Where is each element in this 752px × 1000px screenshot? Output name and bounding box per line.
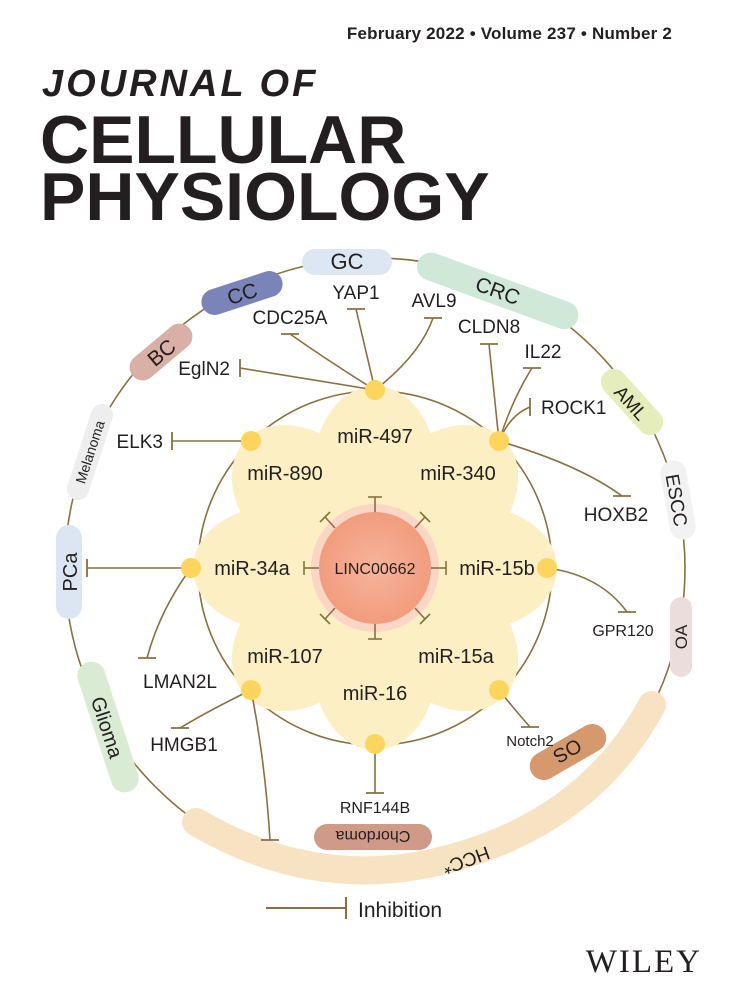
center-inhibition-marks	[303, 496, 447, 640]
inhibition-bars	[86, 308, 636, 841]
mirna-label-mir-340: miR-340	[420, 463, 496, 485]
journal-title-line-1: CELLULAR	[40, 102, 407, 178]
node-mir-34a	[181, 558, 201, 578]
target-label-avl9: AVL9	[411, 291, 456, 312]
target-label-lman2l: LMAN2L	[143, 672, 217, 693]
mirna-label-mir-15b: miR-15b	[459, 558, 535, 580]
cancer-label-pca: PCa	[60, 552, 82, 592]
target-label-il22: IL22	[525, 342, 562, 363]
issue-info: February 2022 • Volume 237 • Number 2	[346, 24, 672, 43]
target-label-notch2: Notch2	[506, 733, 554, 750]
pill-cc	[201, 271, 283, 315]
legend-label: Inhibition	[358, 899, 442, 922]
target-label-egln2: EglN2	[178, 359, 230, 380]
mirna-label-mir-497: miR-497	[337, 426, 413, 448]
target-label-hmgb1: HMGB1	[150, 735, 218, 756]
node-mir-890	[241, 431, 261, 451]
cancer-label-oa: OA	[672, 624, 691, 649]
target-label-yap1: YAP1	[332, 283, 379, 304]
target-label-rock1: ROCK1	[541, 398, 606, 419]
target-labels: CDC25A YAP1 AVL9 EglN2 CLDN8 IL22 ROCK1 …	[117, 283, 654, 817]
pill-crc	[416, 252, 579, 330]
cancer-label-melanoma: Melanoma	[72, 418, 107, 485]
target-label-cdc25a: CDC25A	[253, 308, 328, 329]
target-label-gpr120: GPR120	[592, 623, 653, 640]
legend: Inhibition	[266, 897, 442, 922]
pill-os	[529, 724, 607, 780]
target-label-hoxb2: HOXB2	[584, 505, 648, 526]
mirna-label-mir-107: miR-107	[247, 646, 323, 668]
arc-hcc	[182, 691, 666, 885]
target-label-rnf144b: RNF144B	[340, 800, 410, 817]
node-mir-15a	[489, 680, 509, 700]
pill-escc	[660, 460, 696, 540]
mirna-nodes	[181, 380, 557, 754]
mirna-label-mir-15a: miR-15a	[418, 646, 494, 668]
journal-title-prefix: JOURNAL OF	[42, 63, 319, 105]
pill-pca	[56, 525, 82, 619]
target-label-cldn8: CLDN8	[458, 317, 520, 338]
center-node	[319, 512, 431, 624]
pill-oa	[670, 597, 692, 677]
node-mir-16	[365, 734, 385, 754]
target-label-elk3: ELK3	[117, 432, 163, 453]
pill-aml	[600, 368, 664, 436]
cancer-label-chordoma: Chordoma	[336, 827, 411, 844]
cancer-pills: GC CC CRC BC AML Melanoma ESCC PCa	[56, 249, 696, 885]
mirna-label-mir-34a: miR-34a	[214, 558, 290, 580]
cancer-label-gc: GC	[331, 249, 364, 274]
mirna-labels: miR-497 miR-340 miR-15b miR-15a miR-16 m…	[214, 426, 535, 705]
pill-gc	[302, 249, 392, 275]
journal-title-line-2: PHYSIOLOGY	[40, 159, 490, 235]
pill-bc	[129, 323, 193, 381]
pill-chordoma	[314, 824, 432, 850]
node-mir-15b	[537, 558, 557, 578]
node-mir-497	[365, 380, 385, 400]
node-mir-340	[489, 431, 509, 451]
pill-glioma	[77, 661, 139, 793]
mirna-label-mir-890: miR-890	[247, 463, 323, 485]
publisher-logo: WILEY	[585, 944, 702, 980]
mirna-label-mir-16: miR-16	[343, 683, 407, 705]
center-label: LINC00662	[335, 561, 416, 578]
pill-melanoma	[66, 403, 114, 501]
node-mir-107	[241, 680, 261, 700]
